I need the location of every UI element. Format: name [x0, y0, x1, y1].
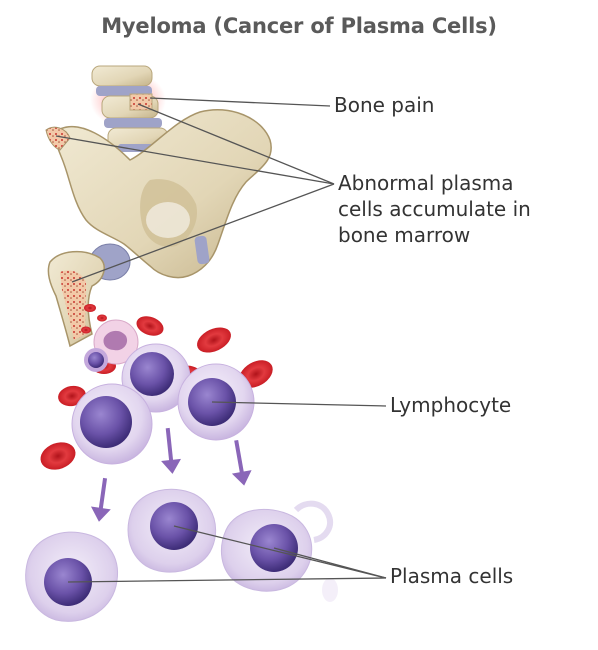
spine [90, 65, 170, 152]
label-abnormal-line-2: cells accumulate in [338, 197, 531, 221]
label-abnormal-plasma-cells: Abnormal plasma cells accumulate in bone… [338, 170, 588, 248]
pelvis [45, 108, 272, 279]
leader-lines [55, 97, 387, 583]
marrow-cell [84, 319, 139, 372]
label-abnormal-line-3: bone marrow [338, 223, 471, 247]
label-lymphocyte: Lymphocyte [390, 393, 512, 417]
label-abnormal-line-1: Abnormal plasma [338, 171, 514, 195]
diagram-title: Myeloma (Cancer of Plasma Cells) [101, 14, 497, 38]
label-bone-pain: Bone pain [334, 93, 435, 117]
label-plasma-cells: Plasma cells [390, 564, 514, 588]
transition-arrows [90, 427, 252, 522]
